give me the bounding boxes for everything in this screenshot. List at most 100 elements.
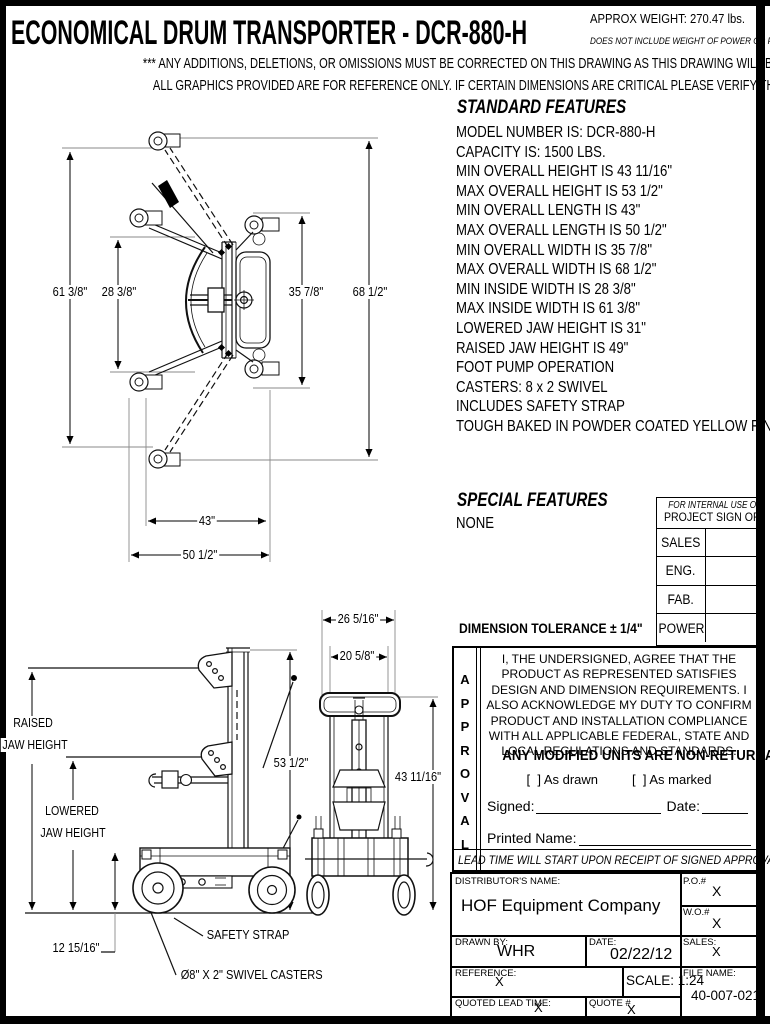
feature-item: FOOT PUMP OPERATION	[456, 359, 615, 377]
weight-note: DOES NOT INCLUDE WEIGHT OF POWER OR PACK…	[590, 36, 770, 46]
frame-left	[0, 0, 6, 1024]
dim-min-overall-length: 43"	[197, 513, 217, 528]
quote-label: QUOTE #	[589, 998, 631, 1009]
drawn-by-label: DRAWN BY:	[455, 937, 508, 948]
standard-features-heading: STANDARD FEATURES	[457, 97, 627, 118]
distributor-label: DISTRIBUTOR'S NAME:	[455, 876, 561, 887]
feature-item: MIN OVERALL HEIGHT IS 43 11/16"	[456, 163, 673, 181]
feature-item: MAX INSIDE WIDTH IS 61 3/8"	[456, 300, 641, 318]
feature-item: MIN OVERALL LENGTH IS 43"	[456, 202, 641, 220]
dimension-tolerance-note: DIMENSION TOLERANCE ± 1/4"	[459, 621, 643, 636]
sign-off-row: ENG.	[657, 557, 756, 586]
feature-item: LOWERED JAW HEIGHT IS 31"	[456, 319, 646, 337]
dim-max-overall-width: 68 1/2"	[350, 284, 390, 299]
approval-box: A P P R O V A L I, THE UNDERSIGNED, AGRE…	[452, 646, 770, 872]
quote-value: X	[627, 1002, 636, 1017]
dim-handle-inner-width: 20 5/8"	[337, 648, 377, 663]
drawn-by-value: WHR	[497, 943, 536, 960]
sales-value: X	[712, 944, 721, 959]
internal-use-note: FOR INTERNAL USE ONLY	[668, 500, 756, 511]
title-block: DISTRIBUTOR'S NAME: HOF Equipment Compan…	[450, 872, 762, 1018]
po-value: X	[712, 883, 722, 899]
project-sign-off-table: FOR INTERNAL USE ONLY PROJECT SIGN OFF S…	[656, 497, 757, 646]
sign-off-label: SALES	[661, 535, 701, 551]
date-label: Date:	[666, 798, 700, 814]
page-title: ECONOMICAL DRUM TRANSPORTER - DCR-880-H	[11, 14, 528, 52]
dim-max-inside-width: 61 3/8"	[50, 284, 90, 299]
feature-item: RAISED JAW HEIGHT IS 49"	[456, 339, 629, 357]
side-view-body	[132, 647, 302, 914]
dim-min-inside-width: 28 3/8"	[99, 284, 139, 299]
feature-item: MIN INSIDE WIDTH IS 28 3/8"	[456, 280, 636, 298]
feature-item: TOUGH BAKED IN POWDER COATED YELLOW FINI…	[456, 417, 770, 435]
dim-min-overall-width: 35 7/8"	[286, 284, 326, 299]
special-features-heading: SPECIAL FEATURES	[457, 490, 608, 511]
special-features-value: NONE	[456, 515, 495, 532]
lead-time-note: LEAD TIME WILL START UPON RECEIPT OF SIG…	[458, 855, 770, 867]
quoted-lead-time-value: X	[534, 1000, 543, 1015]
feature-item: CAPACITY IS: 1500 LBS.	[456, 143, 606, 161]
dim-max-overall-length: 50 1/2"	[180, 547, 220, 562]
date-value: 02/22/12	[610, 946, 673, 963]
lowered-jaw-label-line2: JAW HEIGHT	[38, 826, 108, 840]
project-sign-off-title: PROJECT SIGN OFF	[663, 510, 756, 524]
top-view-drawing	[62, 131, 378, 562]
wo-value: X	[712, 915, 722, 931]
feature-item: MAX OVERALL LENGTH IS 50 1/2"	[456, 221, 667, 239]
feature-item: MODEL NUMBER IS: DCR-880-H	[456, 124, 656, 141]
sign-off-row: POWER	[657, 613, 756, 643]
signed-label: Signed:	[487, 798, 535, 814]
safety-strap-label: SAFETY STRAP	[205, 927, 292, 942]
approval-vertical-strip	[454, 648, 477, 870]
sign-off-row: FAB.	[657, 585, 756, 614]
distributor-value: HOF Equipment Company	[461, 896, 661, 915]
feature-item: MIN OVERALL WIDTH IS 35 7/8"	[456, 241, 653, 259]
swivel-casters-label: Ø8" X 2" SWIVEL CASTERS	[179, 967, 325, 982]
printed-name-label: Printed Name:	[487, 830, 577, 846]
sales-label: SALES:	[683, 937, 717, 948]
sign-off-row: SALES	[657, 529, 756, 558]
sign-off-label: ENG.	[666, 563, 696, 579]
top-view-body	[129, 131, 280, 469]
wo-label: W.O.#	[683, 907, 710, 918]
frame-top	[0, 0, 770, 6]
po-label: P.O.#	[683, 876, 707, 887]
as-drawn-checkbox[interactable]: [ ] As drawn	[526, 772, 599, 787]
raised-jaw-label-line2: JAW HEIGHT	[0, 738, 70, 752]
side-view-drawing	[25, 647, 318, 976]
approx-weight: APPROX WEIGHT: 270.47 lbs.	[590, 12, 746, 26]
dim-max-overall-height: 53 1/2"	[271, 755, 311, 770]
reference-label: REFERENCE:	[455, 968, 517, 979]
lowered-jaw-label-line1: LOWERED	[43, 804, 101, 818]
feature-item: CASTERS: 8 x 2 SWIVEL	[456, 378, 608, 396]
file-name-value: 40-007-021	[691, 988, 761, 1003]
as-marked-checkbox[interactable]: [ ] As marked	[632, 772, 712, 787]
file-name-label: FILE NAME:	[683, 968, 736, 979]
feature-item: MAX OVERALL WIDTH IS 68 1/2"	[456, 261, 657, 279]
front-view-body	[305, 692, 434, 916]
feature-item: MAX OVERALL HEIGHT IS 53 1/2"	[456, 182, 663, 200]
feature-item: INCLUDES SAFETY STRAP	[456, 398, 625, 416]
frame-bottom	[0, 1016, 770, 1024]
front-view-drawing	[305, 610, 438, 916]
sign-off-label: FAB.	[667, 591, 695, 607]
raised-jaw-label-line1: RAISED	[11, 716, 55, 730]
approval-vertical-label: A P P R O V A L	[459, 672, 471, 852]
quoted-lead-time-label: QUOTED LEAD TIME:	[455, 998, 551, 1009]
disclaimer-line-1: *** ANY ADDITIONS, DELETIONS, OR OMISSIO…	[142, 55, 770, 72]
date-label: DATE:	[589, 937, 617, 948]
scale-label: SCALE: 1:24	[626, 973, 705, 988]
reference-value: X	[495, 974, 504, 989]
frame-right	[756, 0, 765, 1024]
standard-features-list: MODEL NUMBER IS: DCR-880-H CAPACITY IS: …	[456, 123, 770, 437]
dim-min-overall-height: 43 11/16"	[393, 769, 443, 784]
signed-field[interactable]	[536, 798, 661, 814]
dim-base-height: 12 15/16"	[50, 940, 102, 955]
disclaimer-line-2: ALL GRAPHICS PROVIDED ARE FOR REFERENCE …	[152, 77, 770, 94]
dim-handle-outer-width: 26 5/16"	[335, 611, 381, 626]
printed-name-field[interactable]	[579, 830, 752, 846]
date-field[interactable]	[702, 798, 748, 814]
approval-statement: I, THE UNDERSIGNED, AGREE THAT THE PRODU…	[486, 652, 752, 759]
sign-off-label: POWER	[658, 620, 704, 636]
